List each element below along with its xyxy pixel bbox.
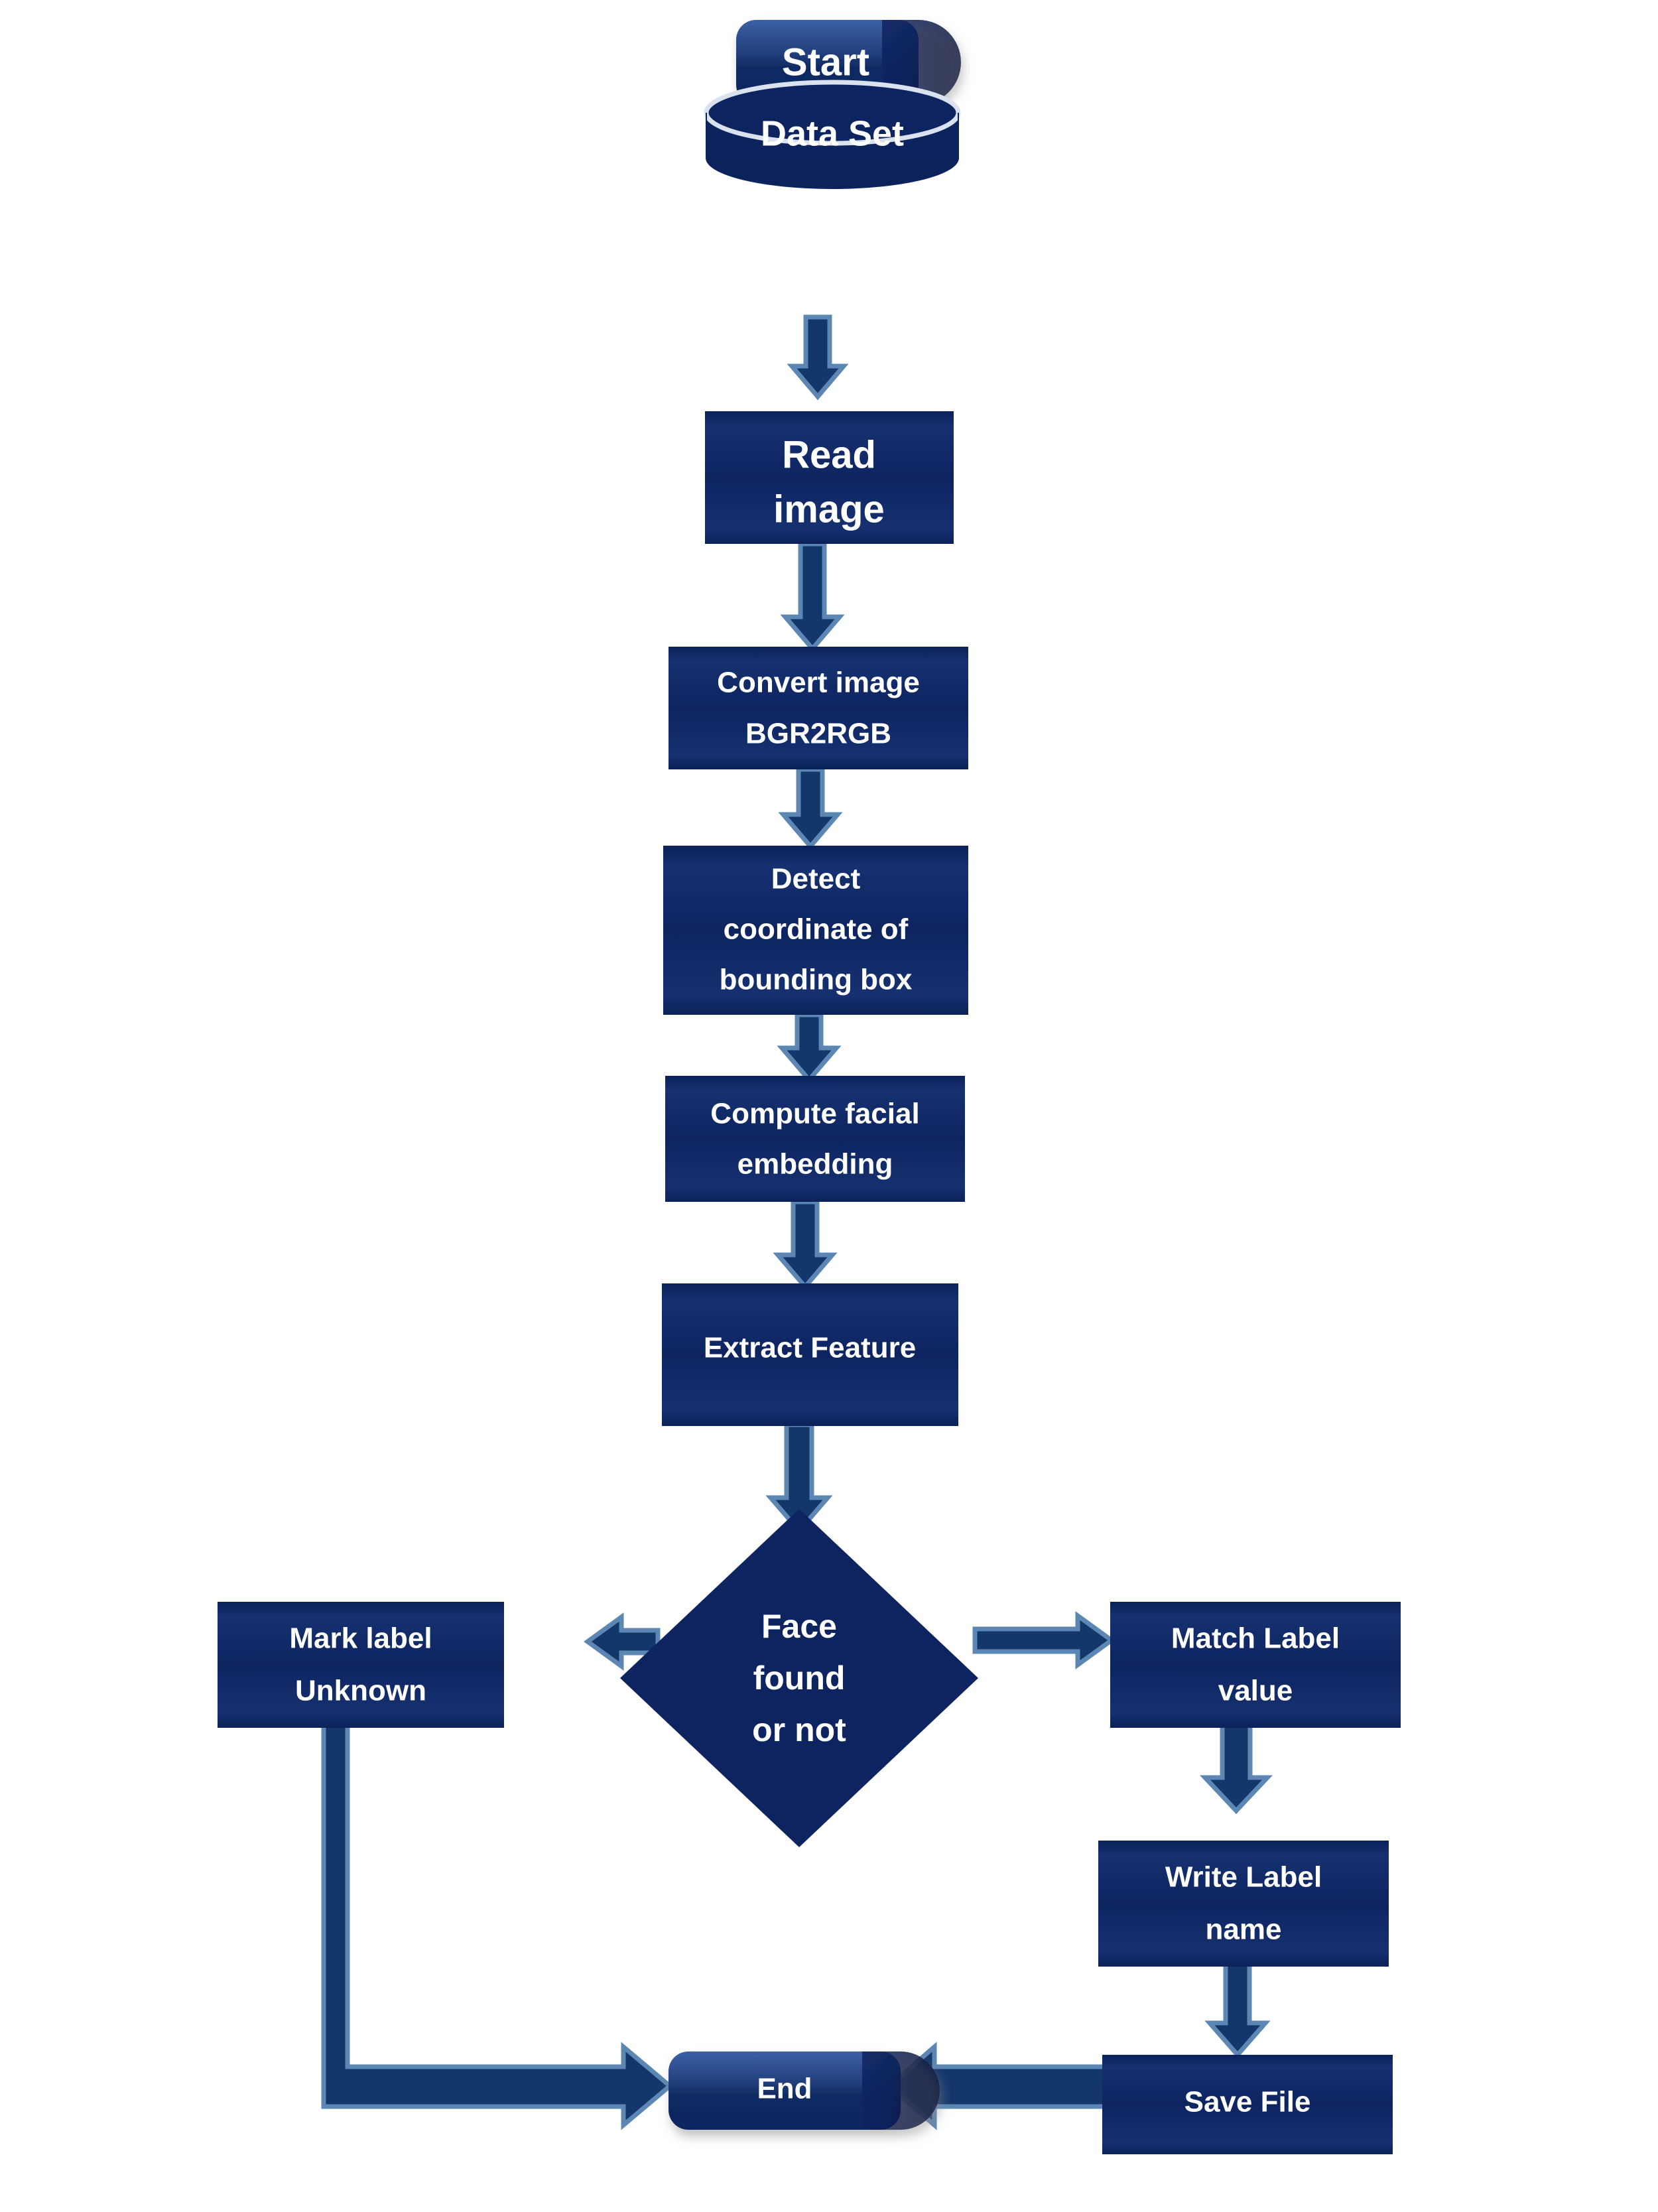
node-detect-coordinate-label-line3: bounding box bbox=[720, 964, 913, 996]
connector-dataset-to-readimage bbox=[787, 314, 849, 401]
node-extract-feature[interactable] bbox=[662, 1283, 958, 1426]
node-mark-unknown-label-line1: Mark label bbox=[289, 1622, 432, 1655]
node-save-file[interactable] bbox=[1102, 2055, 1393, 2154]
node-dataset-label: Data Set bbox=[761, 113, 904, 153]
node-decision-face-found[interactable] bbox=[620, 1509, 978, 1847]
node-detect-coordinate-label-line2: coordinate of bbox=[724, 913, 909, 946]
node-read-image-label-line2: image bbox=[773, 488, 885, 531]
connector-convert-to-detect bbox=[778, 767, 843, 850]
node-match-label[interactable] bbox=[1110, 1602, 1401, 1728]
node-convert-image-label-line1: Convert image bbox=[717, 667, 920, 699]
node-detect-coordinate-label-line1: Detect bbox=[771, 863, 861, 895]
node-extract-feature-label: Extract Feature bbox=[704, 1332, 916, 1364]
node-compute-embedding-label-line1: Compute facial bbox=[710, 1098, 919, 1130]
node-write-label-label-line2: name bbox=[1206, 1914, 1282, 1946]
node-convert-image[interactable] bbox=[669, 647, 968, 769]
connector-readimage-to-convert bbox=[780, 541, 845, 653]
node-start-label: Start bbox=[782, 40, 869, 84]
connector-detect-to-compute bbox=[777, 1012, 842, 1084]
node-read-image[interactable] bbox=[705, 411, 954, 544]
node-mark-unknown-label-line2: Unknown bbox=[295, 1675, 426, 1707]
node-match-label-label-line1: Match Label bbox=[1171, 1622, 1340, 1655]
node-read-image-label-line1: Read bbox=[782, 433, 876, 476]
connector-decision-to-match-label bbox=[972, 1611, 1116, 1669]
node-dataset[interactable] bbox=[704, 80, 961, 189]
node-decision-label-line1: Face bbox=[761, 1608, 837, 1645]
node-write-label-label-line1: Write Label bbox=[1165, 1861, 1322, 1894]
node-compute-embedding[interactable] bbox=[665, 1076, 965, 1202]
node-decision-label-line3: or not bbox=[752, 1711, 846, 1748]
node-mark-unknown[interactable] bbox=[218, 1602, 504, 1728]
node-write-label[interactable] bbox=[1098, 1841, 1389, 1967]
node-decision-label-line2: found bbox=[753, 1659, 846, 1697]
node-convert-image-label-line2: BGR2RGB bbox=[745, 718, 891, 750]
node-end-label: End bbox=[757, 2073, 812, 2105]
connector-mark-unknown-to-end bbox=[321, 1722, 674, 2130]
connector-compute-to-extract bbox=[773, 1199, 838, 1291]
node-end[interactable] bbox=[669, 2051, 940, 2130]
node-detect-coordinate[interactable] bbox=[663, 846, 968, 1015]
node-match-label-label-line2: value bbox=[1218, 1675, 1293, 1707]
node-save-file-label: Save File bbox=[1184, 2086, 1311, 2118]
connector-extract-to-decision bbox=[765, 1422, 833, 1535]
node-compute-embedding-label-line2: embedding bbox=[737, 1148, 893, 1181]
connectors-layer bbox=[321, 102, 1273, 2130]
connector-decision-to-mark-unknown bbox=[584, 1612, 661, 1671]
